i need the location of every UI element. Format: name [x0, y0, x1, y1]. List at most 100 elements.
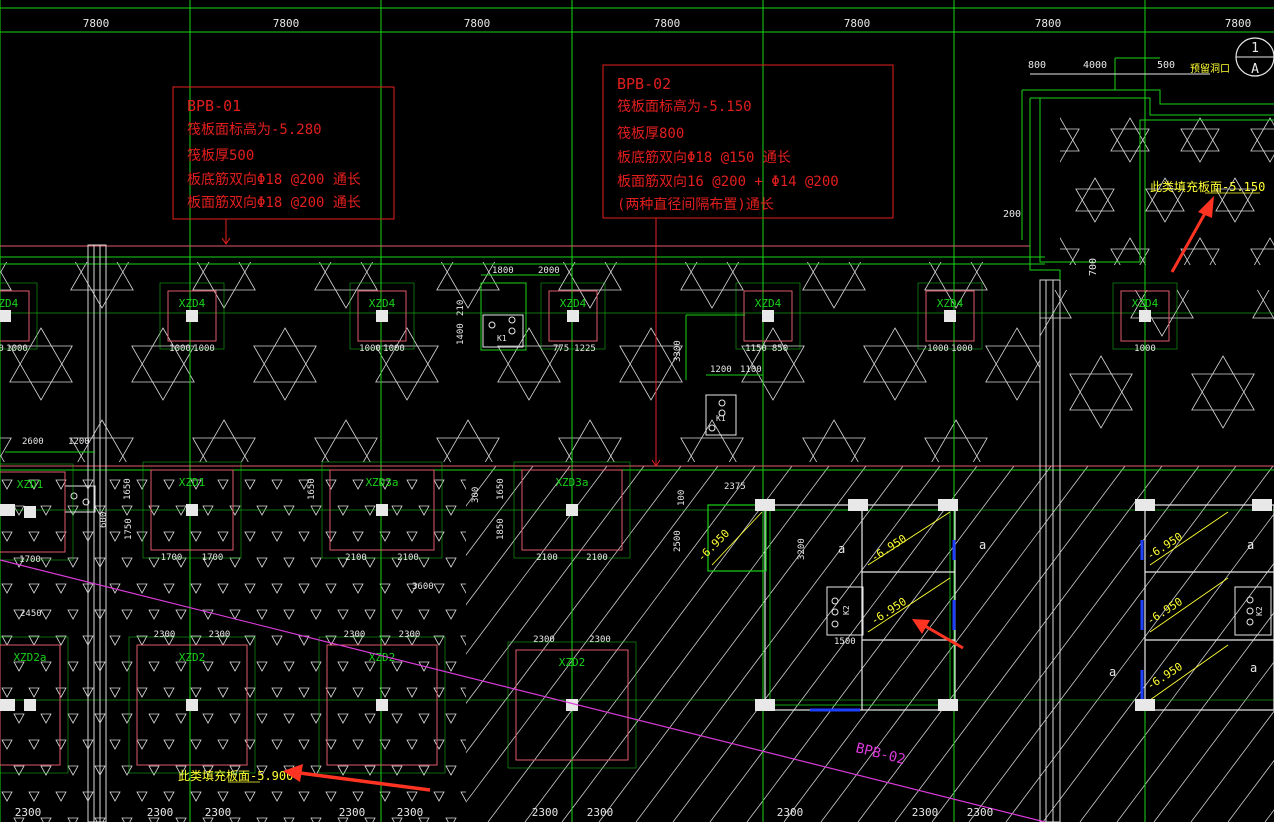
svg-text:200: 200 — [1003, 209, 1021, 220]
svg-text:500: 500 — [1157, 60, 1175, 71]
bottom-dim-label: 2300 — [397, 806, 424, 819]
pile-cap-label: XZD3a — [555, 476, 588, 489]
column-marker — [1252, 499, 1272, 511]
svg-text:1400: 1400 — [456, 323, 466, 345]
bottom-dim-label: 2300 — [912, 806, 939, 819]
column-markers — [0, 499, 1272, 711]
dim-label: 1225 — [574, 344, 596, 354]
callout-line: 板面筋双向16 @200 + Φ14 @200 — [617, 173, 839, 190]
dim-label: 2300 — [154, 630, 176, 640]
dim-label: 2300 — [533, 635, 555, 645]
top-right-dimensions: 800 4000 500 预留洞口 200 700 — [1003, 60, 1230, 276]
note-bottom-left: 此类填充板面-5.900 — [178, 768, 293, 783]
svg-text:K2: K2 — [1255, 606, 1264, 616]
dim-label: 1150 — [745, 344, 767, 354]
top-dim-label: 7800 — [654, 17, 681, 30]
svg-text:a: a — [1250, 661, 1257, 675]
top-dim-label: 7800 — [1035, 17, 1062, 30]
dim-label: 2100 — [397, 553, 419, 563]
svg-text:4000: 4000 — [1083, 60, 1107, 71]
svg-text:1500: 1500 — [834, 637, 856, 647]
dim-label: 1000 — [193, 344, 215, 354]
axis-bubble[interactable]: 1 A — [1235, 37, 1274, 77]
dim-label: 1000 — [951, 344, 973, 354]
axis-bubble-top: 1 — [1251, 41, 1259, 56]
star-hatch-region — [0, 262, 1040, 462]
pit-k2-a[interactable]: K2 — [826, 586, 864, 636]
svg-text:-6.950: -6.950 — [1145, 660, 1185, 693]
dim-label: 850 — [772, 344, 788, 354]
row1-extra-dimensions: 1800 2000 210 1400 3300 1200 1100 — [456, 266, 763, 380]
dim-label: 2300 — [209, 630, 231, 640]
callout-bpb-01[interactable]: BPB-01 筏板面标高为-5.280 筏板厚500 板底筋双向Φ18 @200… — [172, 86, 395, 245]
svg-text:2375: 2375 — [724, 482, 746, 492]
dim-label: 1000 — [169, 344, 191, 354]
pit-k2-b[interactable]: K2 — [1234, 586, 1272, 636]
bottom-dim-label: 2300 — [147, 806, 174, 819]
top-right-pit-outline — [1021, 57, 1274, 280]
slab-edge-lines — [0, 245, 1274, 471]
pit-k1-a[interactable]: K1 — [482, 314, 524, 348]
pit-k1-b[interactable]: K1 — [705, 394, 737, 436]
pile-cap[interactable]: XZD4 1150 850 — [735, 282, 801, 354]
pile-cap-label: XZD4 — [937, 297, 964, 310]
top-dim-label: 7800 — [844, 17, 871, 30]
bpb-02-boundary-line[interactable]: BPB-02 — [0, 559, 1046, 822]
dim-label: 2100 — [536, 553, 558, 563]
bottom-dim-label: 2300 — [967, 806, 994, 819]
row2-dimensions: 2600 1200 1650 1650 1650 300 1750 1850 6… — [5, 437, 856, 647]
dim-label: 2300 — [399, 630, 421, 640]
pile-cap-row-1: XZD410001000XZD410001000XZD410001000XZD4… — [0, 282, 1178, 354]
callout-bpb-02[interactable]: BPB-02 筏板面标高为-5.150 筏板厚800 板底筋双向Φ18 @150… — [602, 64, 894, 467]
column-marker — [1135, 499, 1155, 511]
svg-text:2450: 2450 — [20, 609, 42, 619]
callout-line: (两种直径间隔布置)通长 — [617, 196, 774, 213]
column-marker — [0, 699, 15, 711]
note-right: 此类填充板面-5.150 — [1150, 179, 1265, 194]
svg-text:预留洞口: 预留洞口 — [1190, 62, 1230, 75]
pile-cap[interactable]: XZD2a2300 — [0, 636, 69, 774]
bottom-dim-label: 2300 — [777, 806, 804, 819]
column-marker — [755, 699, 775, 711]
pile-cap-label: XZD4 — [755, 297, 782, 310]
star-hatch-region-top-right — [1060, 117, 1274, 265]
pile-cap-label: XZD2a — [13, 651, 46, 664]
svg-text:100: 100 — [677, 490, 687, 506]
blue-edge-marks — [810, 540, 1144, 712]
bottom-dim-label: 2300 — [339, 806, 366, 819]
svg-text:K2: K2 — [842, 605, 851, 615]
svg-text:800: 800 — [1028, 60, 1046, 71]
dim-label: 1000 — [6, 344, 28, 354]
callout-line: 板底筋双向Φ18 @150 通长 — [617, 149, 791, 166]
callout-title: BPB-01 — [187, 97, 241, 115]
slab-mark-labels: a a a a a — [838, 538, 1257, 679]
diag-label: BPB-02 — [854, 740, 907, 768]
svg-text:1650: 1650 — [307, 478, 317, 500]
wall-strips — [87, 244, 1061, 822]
column-marker — [938, 699, 958, 711]
svg-text:-6.950: -6.950 — [869, 532, 909, 565]
triangle-hatch-region — [1, 479, 466, 822]
dim-label: 1700 — [19, 555, 41, 565]
svg-text:2600: 2600 — [22, 437, 44, 447]
dim-label: 775 — [553, 344, 569, 354]
pile-cap-label: XZD4 — [179, 297, 206, 310]
top-dim-label: 7800 — [83, 17, 110, 30]
svg-text:a: a — [1109, 665, 1116, 679]
